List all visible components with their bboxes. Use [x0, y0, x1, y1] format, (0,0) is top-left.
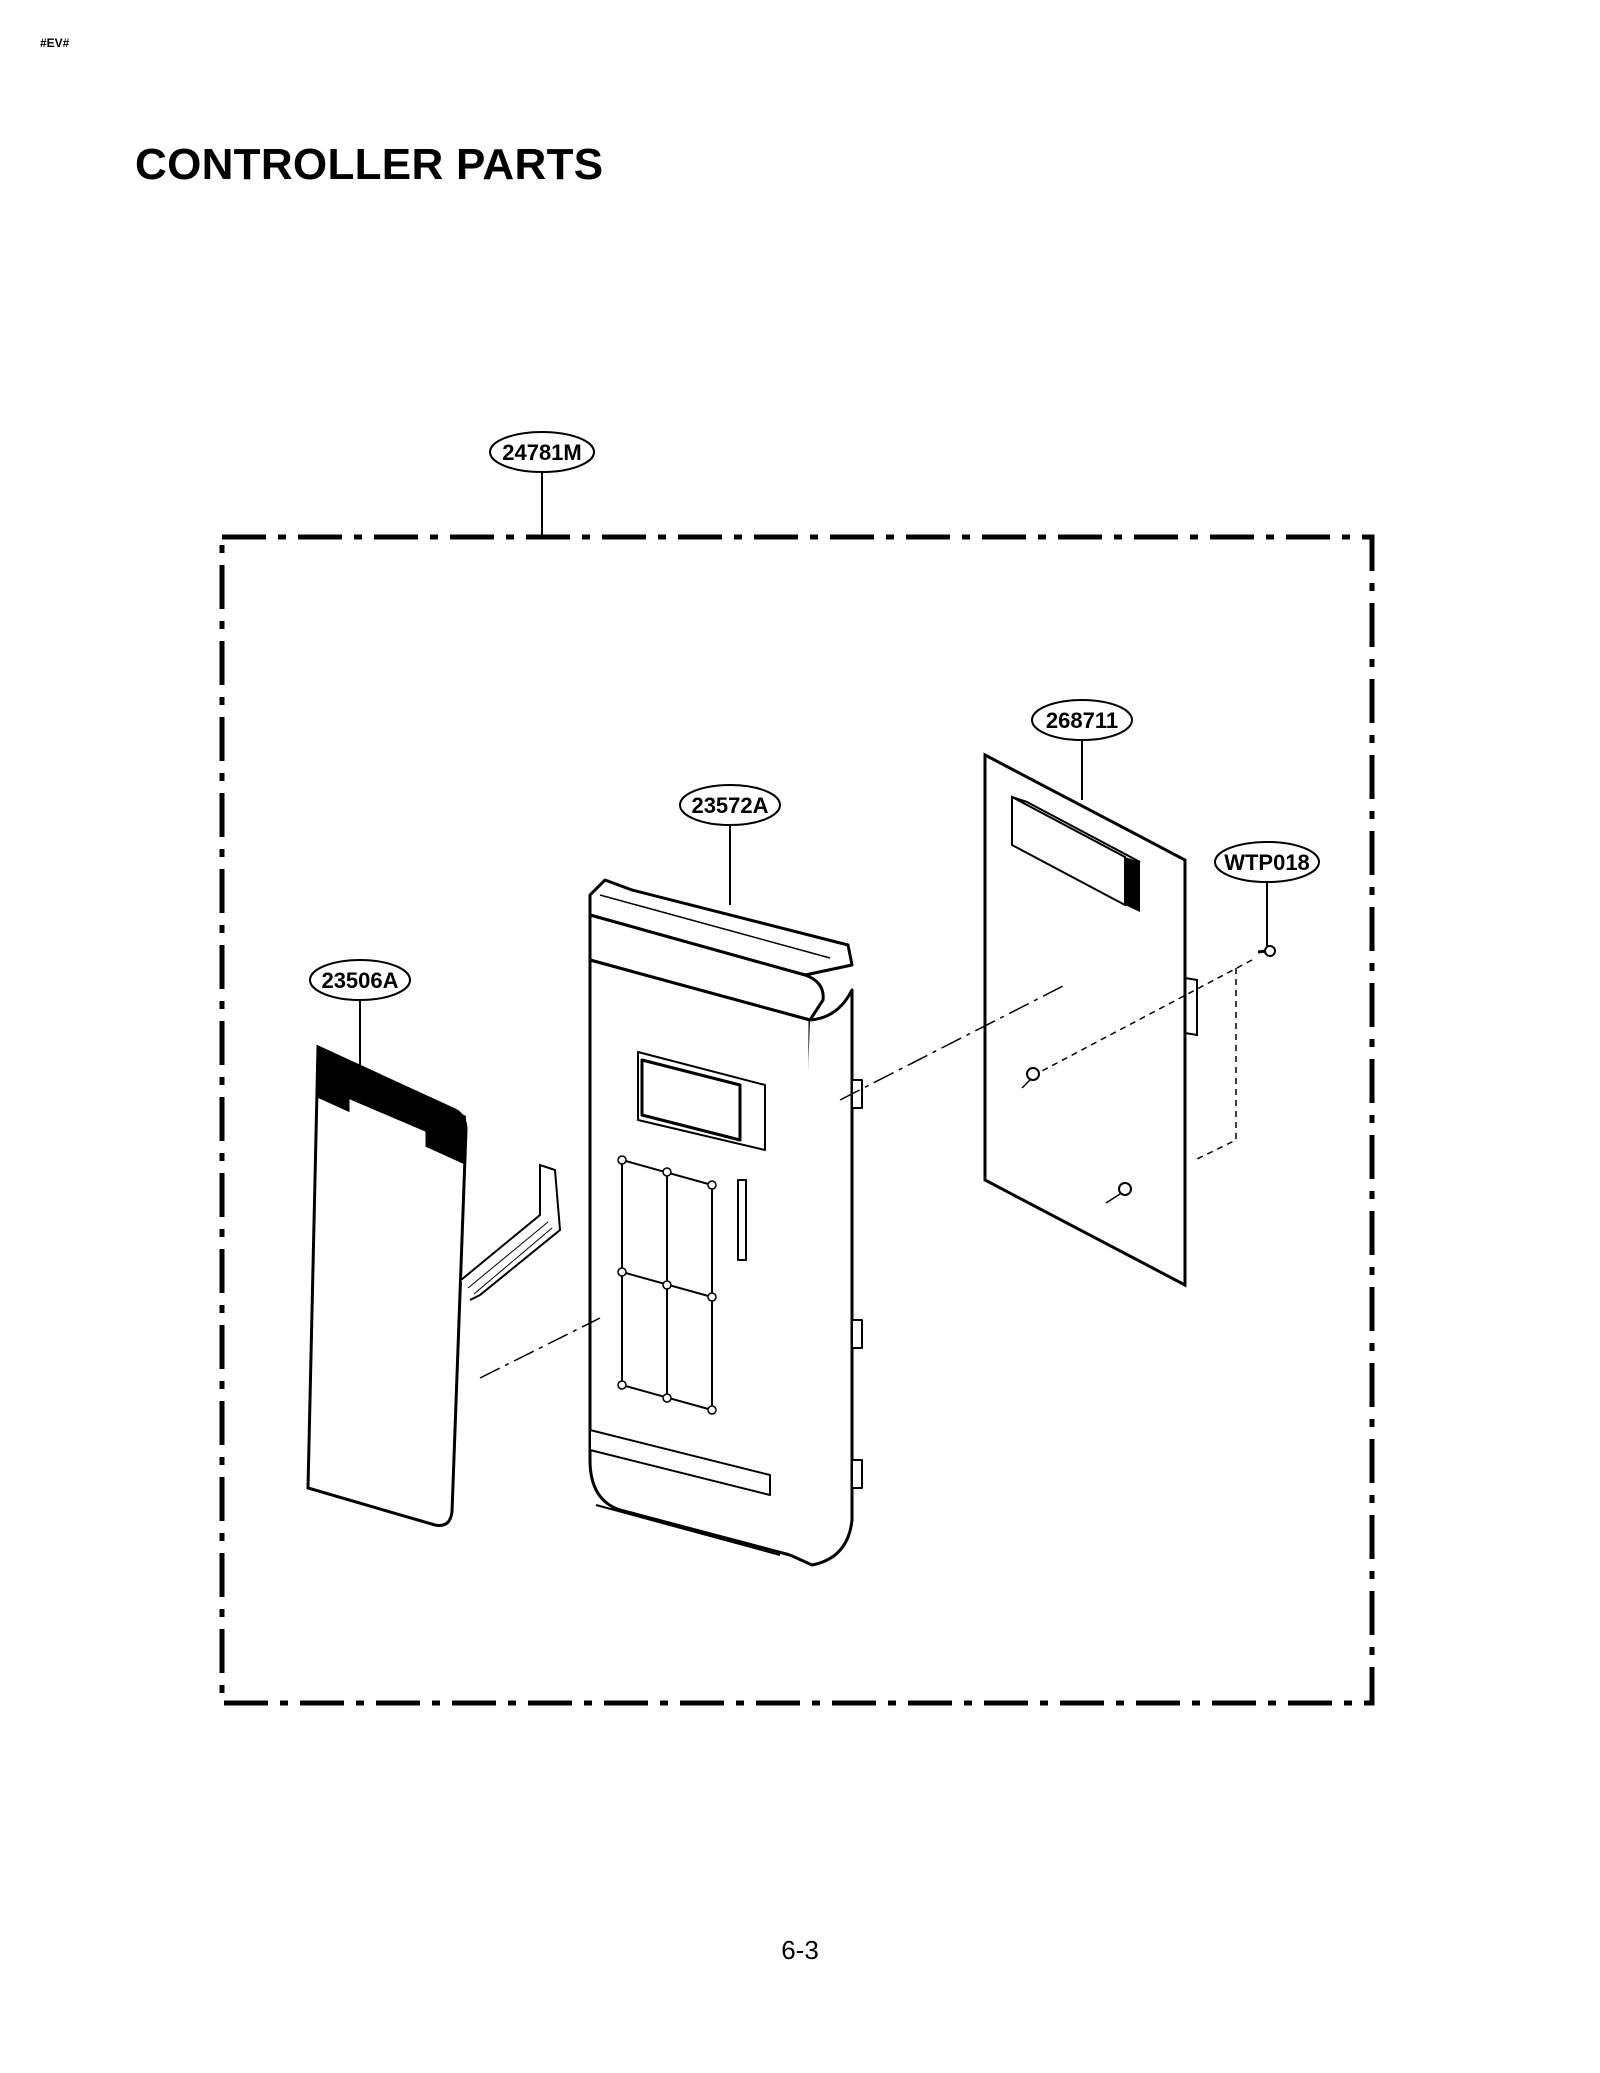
callout-23506a: 23506A: [309, 959, 411, 1065]
front-panel: [588, 878, 863, 1567]
page-number: 6-3: [781, 1935, 819, 1965]
screw-guide-lines: [1039, 959, 1253, 1161]
callout-268711: 268711: [1031, 699, 1133, 800]
callout-23572a: 23572A: [679, 784, 781, 905]
pcb-board: [983, 752, 1198, 1288]
callout-wtp018: WTP018: [1214, 841, 1320, 946]
callout-label-268711: 268711: [1046, 708, 1118, 733]
callout-label-23506a: 23506A: [321, 968, 398, 993]
callout-24781m: 24781M: [489, 431, 595, 537]
callout-label-wtp018: WTP018: [1224, 850, 1310, 875]
page-title: CONTROLLER PARTS: [135, 140, 604, 189]
panel-pcb-guide: [839, 984, 1066, 1101]
screw-part: [1257, 945, 1276, 957]
assembly-boundary: [219, 534, 1375, 1706]
callout-label-23572a: 23572A: [691, 793, 768, 818]
membrane-panel-guide: [479, 1317, 601, 1379]
document-code: #EV#: [40, 36, 70, 50]
key-frame-dots: [617, 1155, 717, 1415]
callout-label-24781m: 24781M: [502, 440, 582, 465]
membrane-sheet: [306, 1044, 562, 1527]
